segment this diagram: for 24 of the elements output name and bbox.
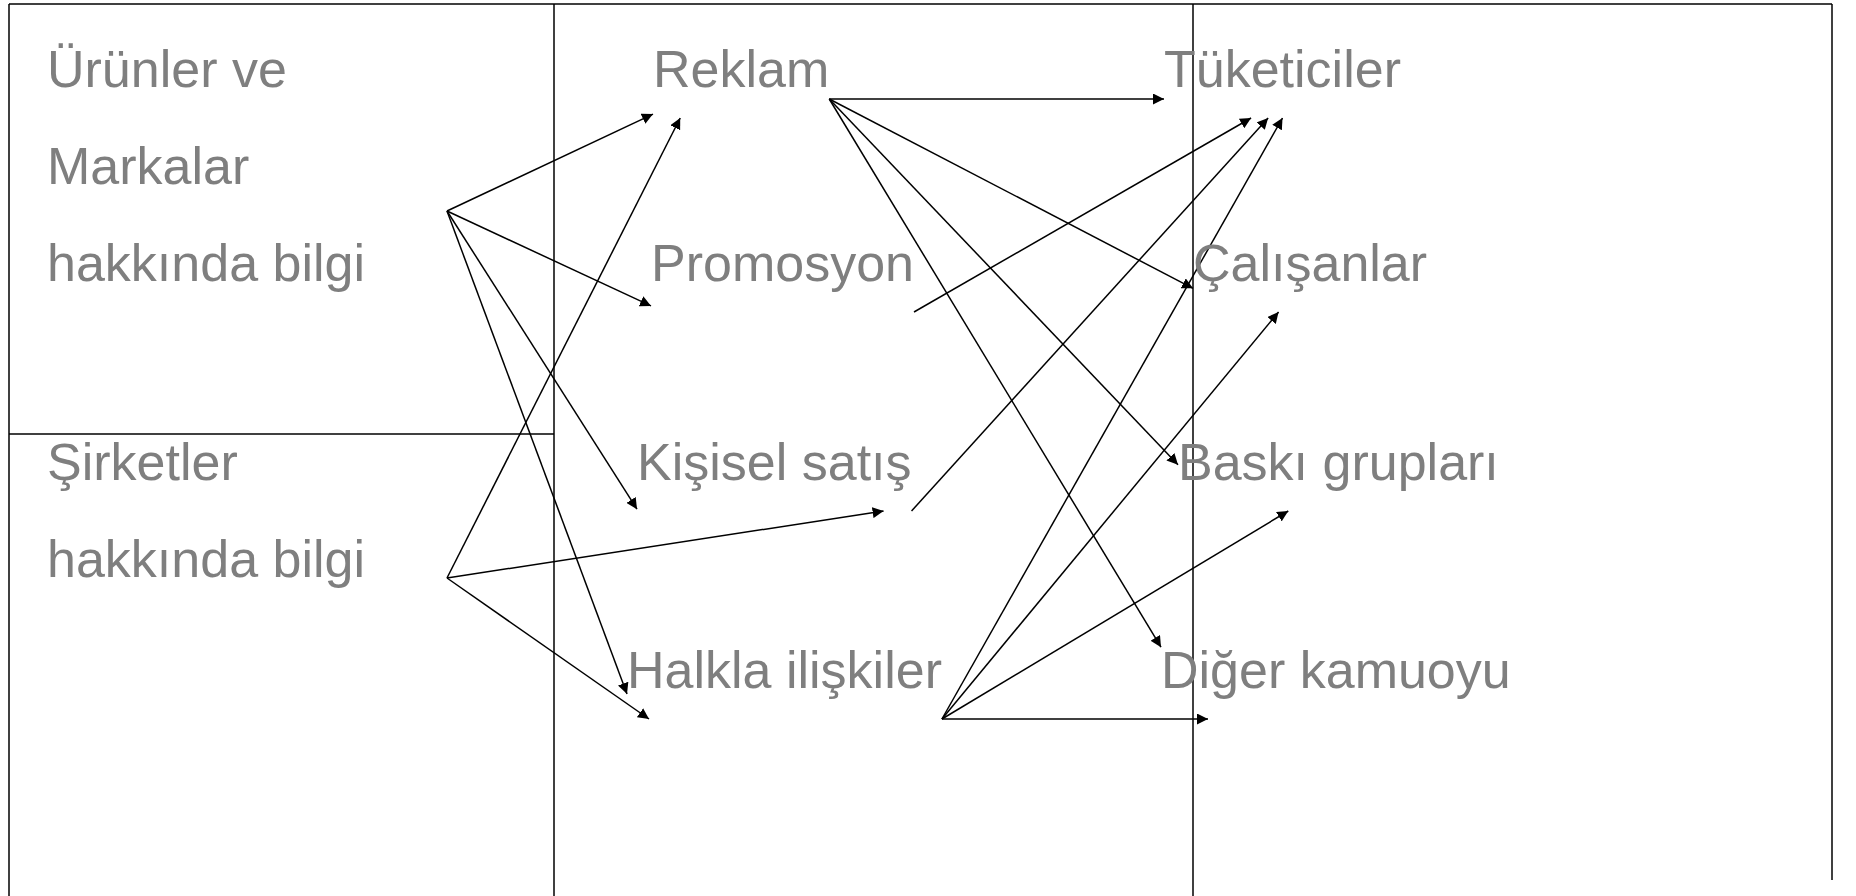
arrow: [941, 713, 1209, 725]
arrow: [446, 210, 652, 307]
arrow: [941, 117, 1284, 720]
node-label: Kişisel satış: [637, 414, 912, 511]
node-label: Ürünler ve Markalar hakkında bilgi: [47, 21, 447, 312]
arrow: [828, 98, 1179, 466]
arrow: [910, 117, 1269, 512]
node-label: Promosyon: [651, 215, 914, 312]
arrow: [446, 507, 885, 579]
arrow: [828, 98, 1162, 648]
arrow: [941, 510, 1289, 720]
arrow: [913, 117, 1252, 313]
arrow: [446, 117, 681, 579]
arrow: [446, 210, 629, 695]
node-label: Reklam: [653, 21, 830, 118]
arrow: [446, 113, 654, 212]
arrow: [446, 577, 650, 720]
arrow: [446, 210, 638, 510]
node-label: Halkla ilişkiler: [627, 622, 942, 719]
arrow: [828, 98, 1194, 290]
arrow: [941, 311, 1280, 720]
node-label: Şirketler hakkında bilgi: [47, 414, 447, 608]
arrow: [828, 93, 1165, 105]
node-label: Çalışanlar: [1193, 215, 1428, 312]
